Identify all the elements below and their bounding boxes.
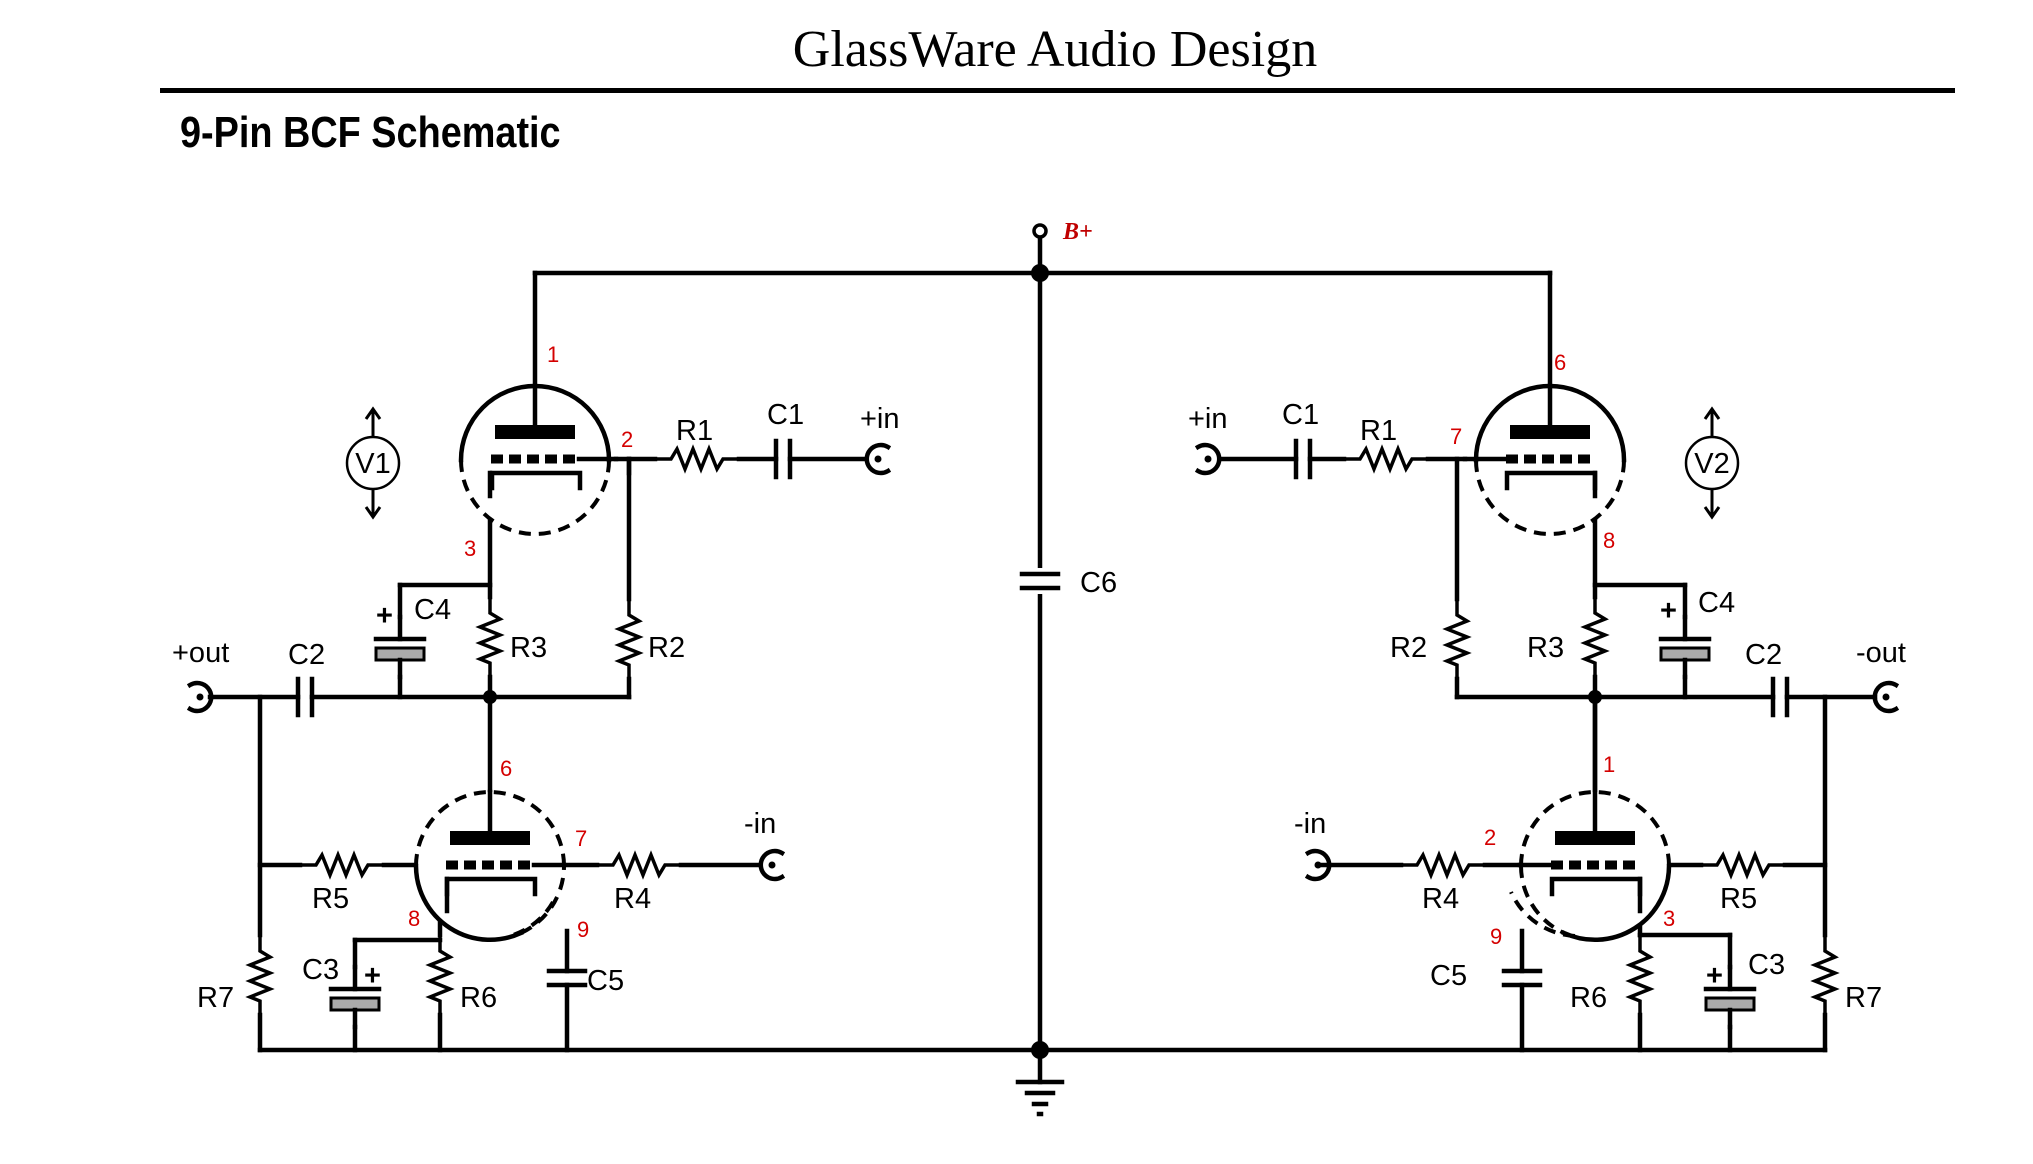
label-c1: C1 [767, 399, 804, 431]
resistor-r3 [478, 595, 502, 679]
polarity-plus: + [376, 600, 393, 632]
resistor-r4 [595, 853, 683, 877]
pin-number: 9 [577, 917, 589, 942]
tube-label-v1: V1 [355, 448, 390, 480]
pin-number: 2 [1484, 825, 1496, 850]
tube-v1-lower [413, 789, 567, 942]
capacitor-c2 [298, 679, 312, 715]
label-r5: R5 [1720, 883, 1757, 915]
label-r2: R2 [1390, 632, 1427, 664]
label-plus-out: +out [172, 637, 229, 669]
pin-number: 8 [1603, 528, 1615, 553]
polarity-plus: + [364, 960, 381, 992]
label-c2: C2 [288, 639, 325, 671]
tube-indicator-v1: V1 [345, 407, 401, 519]
resistor-r2 [617, 597, 641, 681]
resistor-r2 [1445, 597, 1469, 681]
resistor-r6 [1628, 933, 1652, 1017]
resistor-r7 [1813, 933, 1837, 1017]
ground-icon [1015, 1047, 1065, 1117]
label-r1: R1 [1360, 415, 1397, 447]
label-r7: R7 [1845, 982, 1882, 1014]
label-c4: C4 [1698, 587, 1735, 619]
bplus-label: B+ [1062, 219, 1093, 245]
page-title: GlassWare Audio Design [792, 21, 1318, 78]
label-minus-in: -in [744, 808, 776, 840]
label-minus-out: -out [1856, 637, 1906, 669]
label-c6: C6 [1080, 567, 1117, 599]
resistor-r7 [248, 933, 272, 1017]
right-channel: V2 6 7 8 1 2 3 9 +in C1 R1 R2 R3 C4 + C2… [1188, 270, 1906, 1053]
label-c1: C1 [1282, 399, 1319, 431]
label-plus-in: +in [860, 403, 900, 435]
capacitor-c2 [1773, 679, 1787, 715]
resistor-r5 [298, 853, 386, 877]
label-r4: R4 [614, 883, 651, 915]
pin-number: 9 [1490, 924, 1502, 949]
capacitor-c5 [1504, 971, 1540, 985]
polarity-plus: + [1706, 960, 1723, 992]
tube-v1-upper [458, 383, 632, 536]
jack-minus-in[interactable] [761, 851, 782, 879]
label-minus-in: -in [1294, 808, 1326, 840]
resistor-r3 [1583, 595, 1607, 679]
pin-number: 7 [1450, 424, 1462, 449]
label-r2: R2 [648, 632, 685, 664]
pin-number: 3 [1663, 906, 1675, 931]
resistor-r1 [653, 447, 741, 471]
label-c5: C5 [1430, 960, 1467, 992]
label-r6: R6 [460, 982, 497, 1014]
junction-dot [1031, 264, 1049, 282]
label-r6: R6 [1570, 982, 1607, 1014]
left-channel: V1 1 2 3 6 7 8 9 R1 C1 +in R2 R3 C4 + C2… [172, 270, 900, 1053]
pin-number: 6 [1554, 350, 1566, 375]
tube-indicator-v2: V2 [1684, 407, 1740, 519]
resistor-r1 [1342, 447, 1430, 471]
label-r3: R3 [510, 632, 547, 664]
label-c3: C3 [1748, 949, 1785, 981]
tube-label-v2: V2 [1694, 448, 1729, 480]
pin-number: 1 [547, 342, 559, 367]
label-plus-in: +in [1188, 403, 1228, 435]
title-rule [160, 88, 1955, 93]
label-c4: C4 [414, 594, 451, 626]
label-r1: R1 [676, 415, 713, 447]
resistor-r6 [428, 933, 452, 1017]
pin-number: 8 [408, 906, 420, 931]
capacitor-c5 [549, 971, 585, 985]
polarity-plus: + [1660, 595, 1677, 627]
label-r7: R7 [197, 982, 234, 1014]
label-r4: R4 [1422, 883, 1459, 915]
pin-number: 7 [575, 826, 587, 851]
jack-plus-in[interactable] [1198, 445, 1219, 473]
section-title: 9-Pin BCF Schematic [180, 108, 561, 157]
bplus-terminal [1032, 223, 1048, 239]
junction-dot [483, 690, 497, 704]
label-r3: R3 [1527, 632, 1564, 664]
resistor-r5 [1699, 853, 1787, 877]
resistor-r4 [1399, 853, 1487, 877]
pin-number: 3 [464, 536, 476, 561]
capacitor-c1 [1296, 441, 1310, 477]
label-c2: C2 [1745, 639, 1782, 671]
label-r5: R5 [312, 883, 349, 915]
tube-v2-upper [1462, 383, 1627, 536]
tube-v2-lower [1509, 694, 1672, 942]
capacitor-c1 [776, 441, 790, 477]
jack-plus-in[interactable] [867, 445, 888, 473]
pin-number: 1 [1603, 752, 1615, 777]
label-c3: C3 [302, 954, 339, 986]
pin-number: 2 [621, 427, 633, 452]
label-c5: C5 [587, 965, 624, 997]
jack-minus-out[interactable] [1875, 683, 1896, 711]
pin-number: 6 [500, 756, 512, 781]
